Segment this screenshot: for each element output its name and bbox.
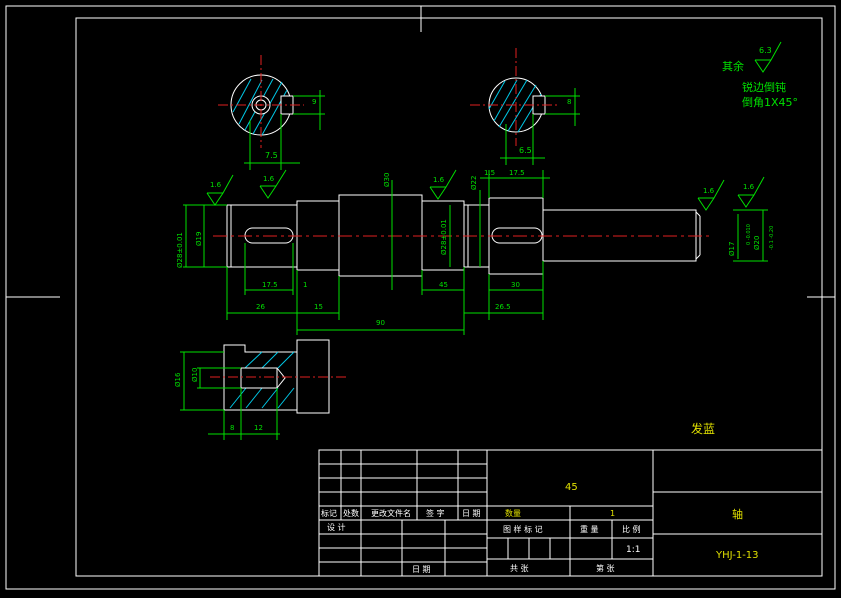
tb-scale: 1:1	[626, 545, 640, 555]
tb-qty: 1	[610, 509, 615, 518]
roughness-r3: 1.6	[433, 176, 445, 184]
left-key-width: 7.5	[265, 151, 278, 160]
dim-dia-right-tol: 0 -0.010	[746, 224, 752, 245]
tb-h-date2: 日 期	[412, 565, 431, 574]
dim-30: 30	[511, 281, 520, 289]
dim-one: 1	[303, 281, 307, 289]
right-section-view: 6.5 8	[470, 48, 580, 165]
detail-dia-10: Ø10	[191, 368, 199, 382]
roughness-value: 6.3	[759, 46, 772, 55]
detail-len-8: 8	[230, 424, 234, 432]
dim-dia-left-bearing: Ø28±0.01	[176, 232, 184, 268]
tb-h-sign: 签 字	[426, 508, 445, 518]
dim-keyway-right: 17.5	[509, 169, 525, 177]
title-block-text: 45 轴 YHJ-1-13 数量 1 1:1 标记 处数 更改文件名 签 字 日…	[321, 482, 759, 574]
dim-45: 45	[439, 281, 448, 289]
dim-dia-left-2: Ø19	[195, 232, 203, 246]
tb-h-sheets: 共 张	[510, 564, 529, 573]
tb-h-date: 日 期	[462, 509, 481, 518]
dim-dia-mid: Ø30	[383, 173, 391, 187]
centering-marks	[6, 6, 835, 298]
left-key-depth: 9	[312, 98, 316, 106]
dim-15: 15	[314, 303, 323, 311]
qiyu-label: 其余	[722, 59, 744, 73]
tb-drawing-no: YHJ-1-13	[715, 550, 759, 561]
tb-material: 45	[565, 482, 578, 493]
chamfer-note: 倒角1X45°	[742, 96, 798, 109]
heat-treatment-note: 发蓝	[691, 421, 715, 436]
shaft-roughness-symbols	[206, 169, 765, 211]
surface-roughness-note: 其余 6.3 锐边倒钝 倒角1X45°	[722, 41, 798, 109]
dim-dia-r20-tol: -0.1 -0.20	[769, 226, 775, 250]
outer-border	[5, 5, 836, 590]
roughness-r2: 1.6	[263, 175, 275, 183]
tb-h-weight: 重 量	[580, 524, 599, 534]
dim-dia-step: Ø22	[470, 176, 478, 190]
dim-26: 26	[256, 303, 265, 311]
dim-26-5: 26.5	[495, 303, 511, 311]
dim-dia-right-end: Ø17	[728, 242, 736, 256]
dim-90: 90	[376, 319, 385, 327]
left-section-view: 7.5 9	[218, 55, 325, 170]
roughness-r5: 1.6	[743, 183, 755, 191]
tb-qty-label: 数量	[505, 508, 521, 518]
dim-dia-r20: Ø20	[753, 236, 761, 250]
dim-1-5: 1.5	[484, 169, 495, 177]
detail-dia-16: Ø16	[174, 372, 182, 387]
sharp-edge-note: 锐边倒钝	[742, 80, 786, 94]
tb-h-design: 设 计	[327, 522, 346, 532]
roughness-r1: 1.6	[210, 181, 222, 189]
tb-h-doc: 更改文件名	[371, 508, 411, 518]
roughness-r4: 1.6	[703, 187, 715, 195]
tb-h-count: 处数	[343, 508, 359, 518]
tb-h-scale: 比 例	[622, 524, 641, 534]
right-key-width: 6.5	[519, 146, 532, 155]
tb-part-name: 轴	[732, 507, 743, 521]
tb-h-stage: 图 样 标 记	[503, 524, 543, 534]
detail-len-12: 12	[254, 424, 263, 432]
tb-h-sheet: 第 张	[596, 563, 615, 573]
title-block	[318, 449, 823, 577]
dim-dia-right-bearing: Ø28±0.01	[440, 219, 448, 255]
tb-h-mark: 标记	[321, 508, 337, 518]
dim-keyway-left: 17.5	[262, 281, 278, 289]
detail-partial-section: Ø16 Ø10 8 12	[174, 339, 348, 440]
right-key-depth: 8	[567, 98, 571, 106]
shaft-dimension-lines	[183, 170, 768, 335]
